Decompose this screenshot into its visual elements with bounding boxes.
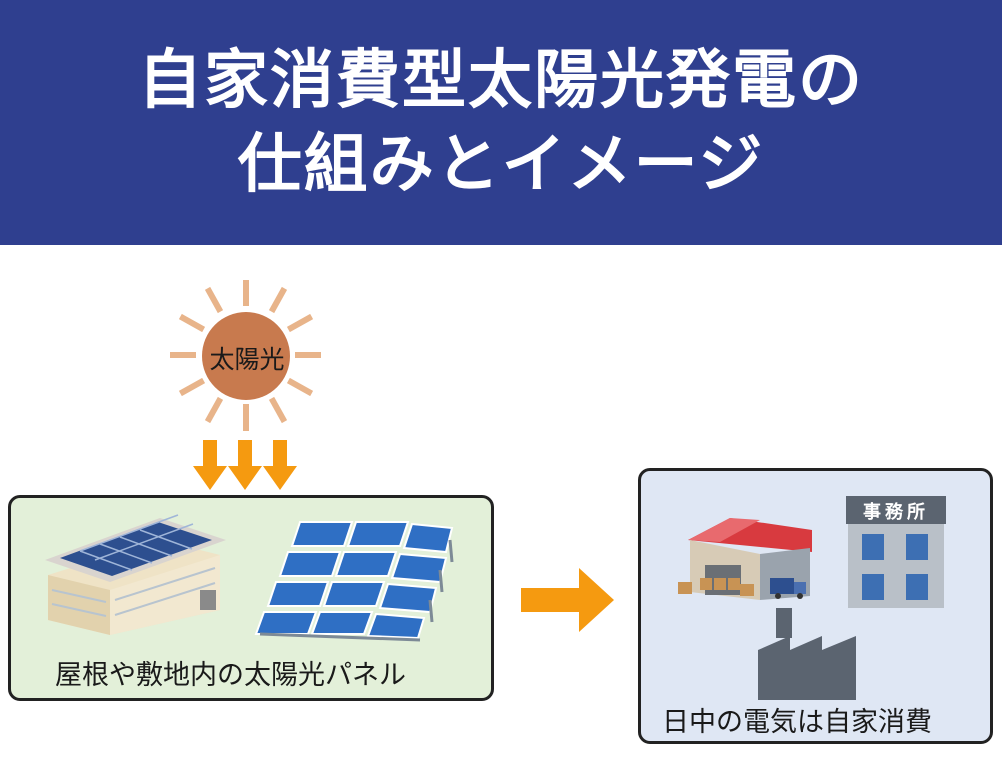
- title-line-1: 自家消費型太陽光発電の: [138, 43, 864, 118]
- solar-panel-caption: 屋根や敷地内の太陽光パネル: [55, 660, 406, 691]
- title-banner: 自家消費型太陽光発電の 仕組みとイメージ: [0, 0, 1002, 245]
- ground-solar-panel-icon: [254, 521, 454, 642]
- building-icon: [45, 514, 226, 635]
- self-consumption-caption: 日中の電気は自家消費: [662, 707, 932, 738]
- sun-label: 太陽光: [209, 345, 285, 374]
- warehouse-icon: [678, 518, 812, 600]
- sun-disc: [202, 312, 290, 400]
- sun-rays: [170, 280, 321, 431]
- office-building-icon: [846, 496, 946, 608]
- factory-icon: [758, 608, 856, 700]
- title-line-2: 仕組みとイメージ: [237, 127, 765, 202]
- sunlight-arrows: [193, 440, 297, 490]
- office-sign: 事務所: [863, 502, 929, 523]
